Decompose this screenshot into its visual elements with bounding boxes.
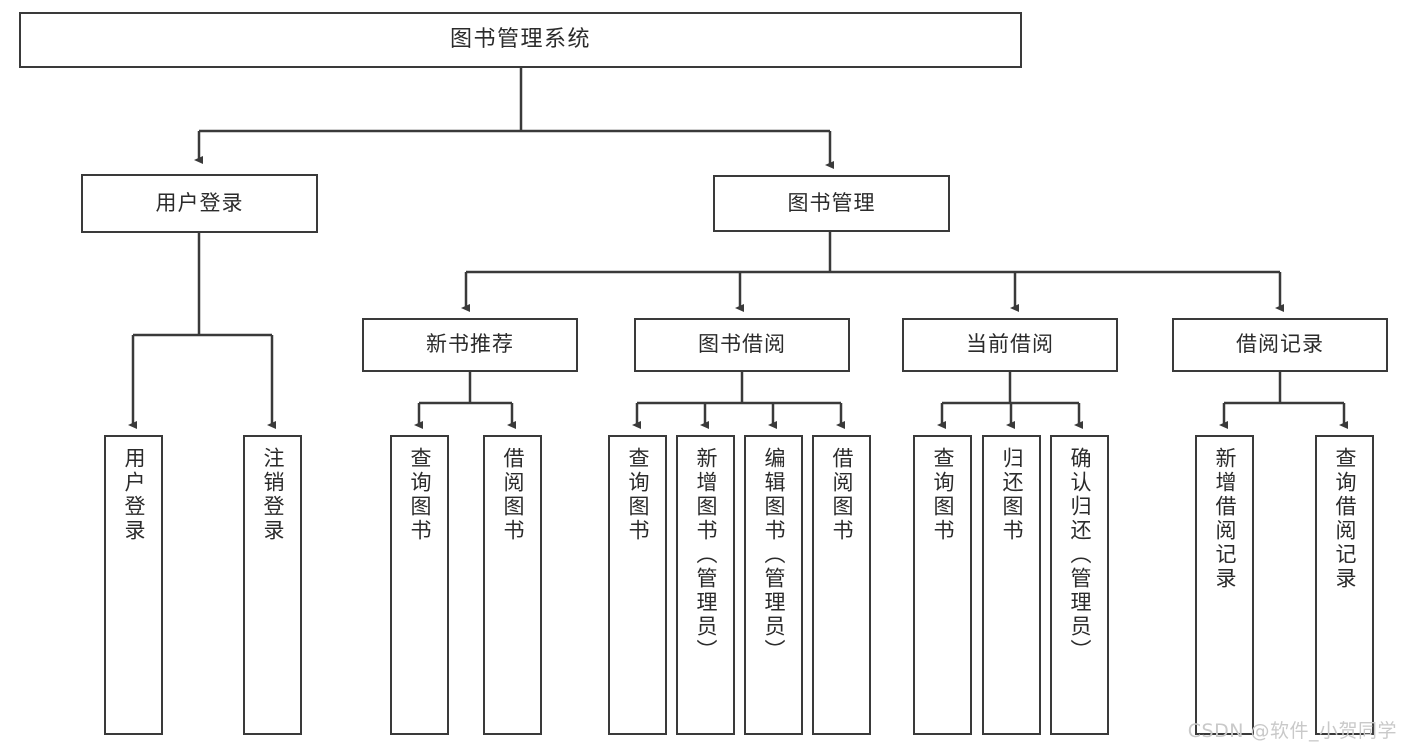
node-label: 图书借阅 bbox=[698, 332, 786, 357]
node-user-login[interactable]: 用户登录 bbox=[81, 174, 318, 233]
leaf-borrow-book-recommend[interactable]: 借阅图书 bbox=[483, 435, 542, 735]
leaf-confirm-return-admin[interactable]: 确认归还（管理员） bbox=[1050, 435, 1109, 735]
node-label: 编辑图书（管理员） bbox=[762, 447, 786, 663]
node-root-book-management-system[interactable]: 图书管理系统 bbox=[19, 12, 1022, 68]
node-label: 新增图书（管理员） bbox=[694, 447, 718, 663]
node-label: 查询借阅记录 bbox=[1333, 447, 1357, 591]
csdn-watermark: CSDN @软件_小贺同学 bbox=[1187, 720, 1397, 742]
node-label: 注销登录 bbox=[261, 447, 285, 543]
leaf-add-borrow-record[interactable]: 新增借阅记录 bbox=[1195, 435, 1254, 735]
node-label: 查询图书 bbox=[408, 447, 432, 543]
node-label: 查询图书 bbox=[626, 447, 650, 543]
leaf-logout[interactable]: 注销登录 bbox=[243, 435, 302, 735]
node-borrow-record[interactable]: 借阅记录 bbox=[1172, 318, 1388, 372]
leaf-borrow-book[interactable]: 借阅图书 bbox=[812, 435, 871, 735]
leaf-query-borrow-record[interactable]: 查询借阅记录 bbox=[1315, 435, 1374, 735]
leaf-user-login[interactable]: 用户登录 bbox=[104, 435, 163, 735]
node-label: 借阅记录 bbox=[1236, 332, 1324, 357]
leaf-query-book-borrow[interactable]: 查询图书 bbox=[608, 435, 667, 735]
node-label: 新增借阅记录 bbox=[1213, 447, 1237, 591]
node-label: 用户登录 bbox=[122, 447, 146, 543]
node-label: 用户登录 bbox=[155, 190, 244, 215]
node-label: 新书推荐 bbox=[426, 332, 514, 357]
node-book-borrow[interactable]: 图书借阅 bbox=[634, 318, 850, 372]
node-book-management[interactable]: 图书管理 bbox=[713, 175, 950, 232]
leaf-query-book-recommend[interactable]: 查询图书 bbox=[390, 435, 449, 735]
node-label: 图书管理 bbox=[787, 190, 876, 215]
node-new-book-recommend[interactable]: 新书推荐 bbox=[362, 318, 578, 372]
leaf-query-book-current[interactable]: 查询图书 bbox=[913, 435, 972, 735]
node-label: 归还图书 bbox=[1000, 447, 1024, 543]
node-label: 借阅图书 bbox=[501, 447, 525, 543]
node-label: 确认归还（管理员） bbox=[1068, 447, 1092, 663]
leaf-add-book-admin[interactable]: 新增图书（管理员） bbox=[676, 435, 735, 735]
node-current-borrow[interactable]: 当前借阅 bbox=[902, 318, 1118, 372]
node-label: 图书管理系统 bbox=[449, 26, 591, 52]
node-label: 查询图书 bbox=[931, 447, 955, 543]
node-label: 当前借阅 bbox=[966, 332, 1054, 357]
leaf-edit-book-admin[interactable]: 编辑图书（管理员） bbox=[744, 435, 803, 735]
leaf-return-book[interactable]: 归还图书 bbox=[982, 435, 1041, 735]
node-label: 借阅图书 bbox=[830, 447, 854, 543]
